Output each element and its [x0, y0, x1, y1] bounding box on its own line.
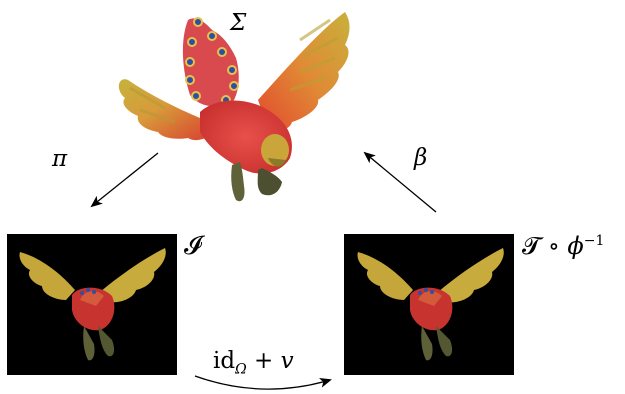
bird-3d-model	[119, 12, 350, 201]
label-image-I: 𝓘	[184, 233, 202, 259]
symbol-compose: ∘	[540, 232, 567, 260]
symbol-v: v	[281, 348, 294, 374]
symbol-omega: Ω	[235, 362, 247, 378]
update-arrow	[195, 376, 330, 389]
image-panel-T-phi	[344, 234, 514, 375]
label-pi: π	[52, 148, 67, 171]
label-sigma: Σ	[230, 12, 246, 35]
bird-leg-right	[258, 168, 282, 195]
symbol-phi: ϕ	[567, 232, 583, 260]
label-id-omega-plus-v: idΩ + v	[213, 350, 294, 377]
projection-arrow	[92, 153, 158, 206]
label-T-compose-phi-inverse: 𝓣 ∘ ϕ−1	[522, 234, 604, 258]
image-panel-I	[7, 234, 177, 375]
label-beta: β	[414, 147, 427, 170]
symbol-id: id	[213, 348, 235, 374]
symbol-plus: +	[247, 348, 281, 374]
symbol-T: 𝓣	[522, 232, 540, 260]
symbol-inverse-exponent: −1	[584, 233, 605, 249]
